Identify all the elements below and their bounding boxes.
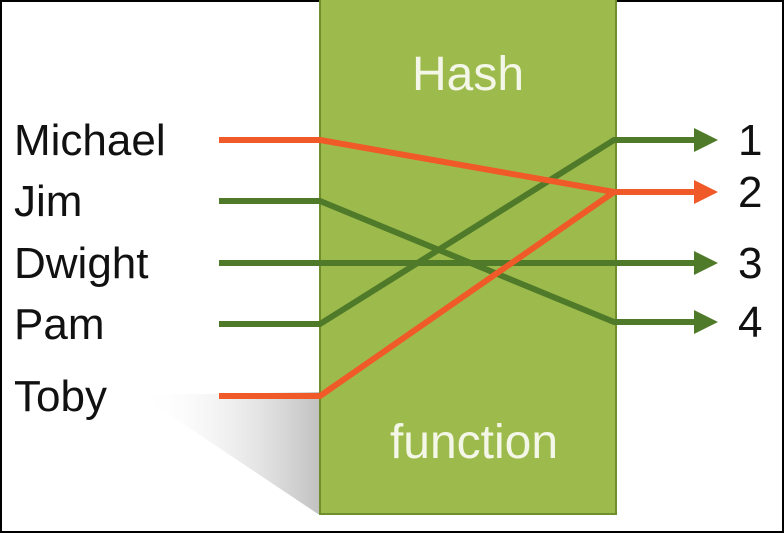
box-shadow <box>140 392 320 514</box>
input-label-dwight: Dwight <box>14 239 149 288</box>
mapping-line-pam-to-1 <box>219 137 696 327</box>
output-label-1: 1 <box>738 116 762 165</box>
input-label-jim: Jim <box>14 177 82 226</box>
box-title-top: Hash <box>412 48 524 101</box>
mapping-line-toby-to-2 <box>219 189 696 399</box>
arrowhead-3 <box>694 251 718 275</box>
input-label-michael: Michael <box>14 116 166 165</box>
output-labels: 12 3 4 <box>738 116 762 347</box>
input-label-toby: Toby <box>14 372 107 421</box>
input-label-pam: Pam <box>14 300 104 349</box>
mapping-lines <box>219 128 718 399</box>
arrowhead-4 <box>694 310 718 334</box>
arrowhead-2 <box>694 180 718 204</box>
output-label-4: 4 <box>738 298 762 347</box>
output-label-2: 2 <box>738 168 762 217</box>
box-title-bottom: function <box>390 416 558 469</box>
arrowhead-1 <box>694 128 718 152</box>
hash-function-box <box>319 0 617 515</box>
output-label-3: 3 <box>738 239 762 288</box>
